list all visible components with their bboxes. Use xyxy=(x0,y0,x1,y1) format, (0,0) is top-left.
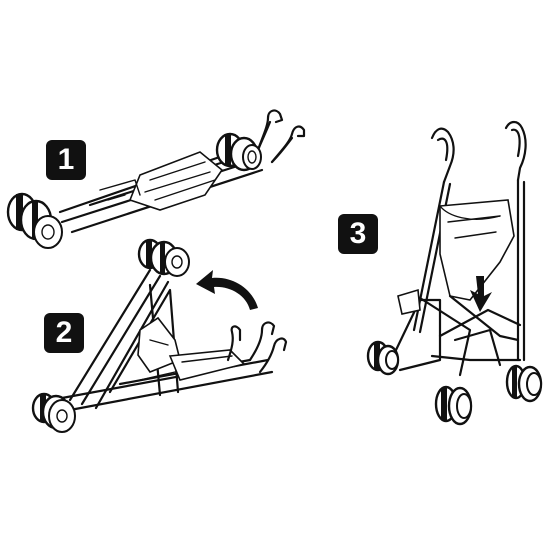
curved-arrow-icon xyxy=(196,270,258,310)
wheel-icon xyxy=(6,192,63,249)
folded-stroller-illustration xyxy=(6,109,306,249)
wheel-icon xyxy=(366,340,400,376)
step-3-badge: 3 xyxy=(338,214,378,254)
step-2-badge: 2 xyxy=(44,313,84,353)
down-arrow-icon xyxy=(470,276,492,312)
wheel-icon xyxy=(505,364,543,403)
open-stroller-illustration xyxy=(366,120,543,426)
wheel-icon xyxy=(215,132,262,172)
step-number: 3 xyxy=(349,217,367,250)
step-number: 2 xyxy=(55,316,73,349)
step-number: 1 xyxy=(57,143,75,176)
wheel-icon xyxy=(434,385,473,426)
wheel-icon xyxy=(137,238,190,277)
wheel-icon xyxy=(31,392,76,433)
step-1-badge: 1 xyxy=(46,140,86,180)
unfolding-stroller-illustration xyxy=(31,238,288,433)
